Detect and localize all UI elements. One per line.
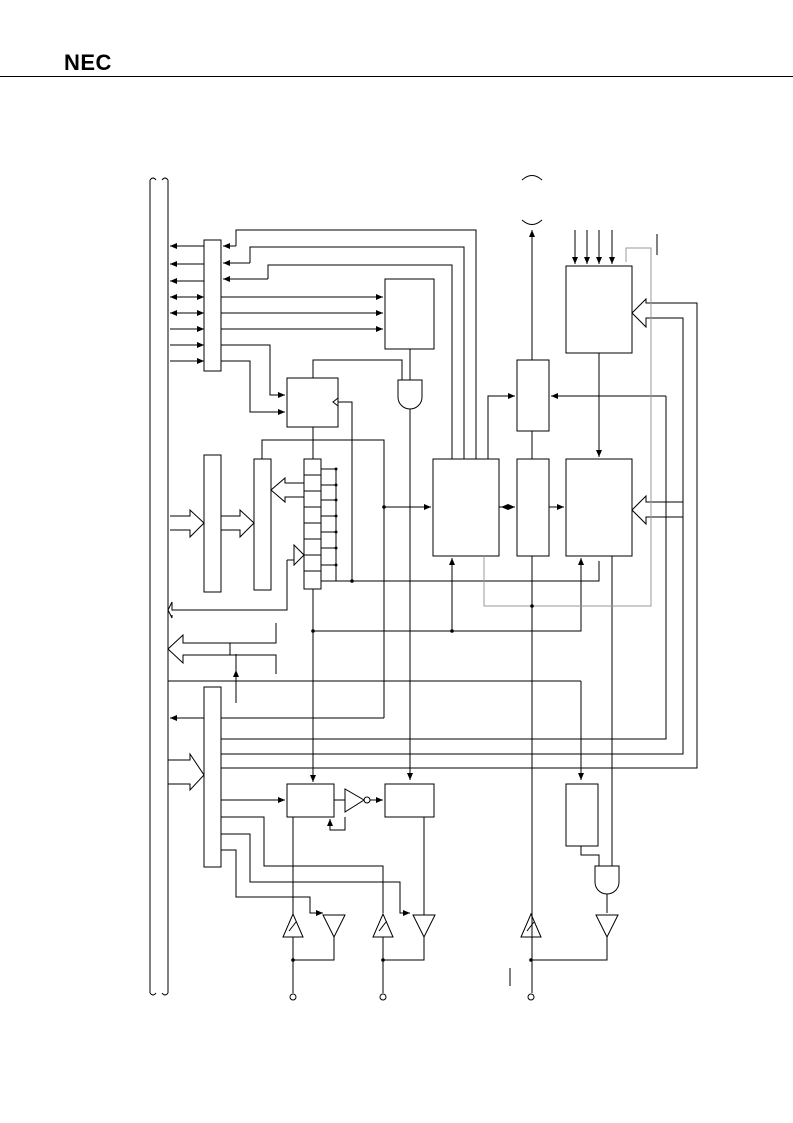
control-block-top bbox=[384, 278, 435, 350]
register-block-upper bbox=[203, 239, 222, 372]
and-gate-upper bbox=[397, 379, 423, 410]
bus-arrow-c-to-b-2 bbox=[167, 543, 305, 619]
register-to-control-lines bbox=[221, 294, 383, 332]
pin-terminal-3 bbox=[527, 993, 535, 1001]
inverter bbox=[344, 788, 365, 813]
right-bus-loop-top bbox=[221, 297, 698, 769]
bus-arrow-c-to-b bbox=[270, 476, 304, 504]
pin-terminal-2 bbox=[379, 993, 387, 1001]
header-rule bbox=[0, 76, 793, 77]
and-gate-lower bbox=[594, 865, 620, 895]
grey-loop-lines bbox=[483, 247, 652, 607]
lower-block-2 bbox=[384, 783, 435, 818]
internal-bus bbox=[149, 177, 169, 996]
bus-arrows-upper-back bbox=[170, 294, 190, 316]
register-block-lower bbox=[203, 686, 222, 868]
register-a bbox=[203, 454, 222, 593]
bus-arrows-upper bbox=[170, 243, 204, 364]
lower-block-1 bbox=[286, 783, 335, 818]
output-buffers bbox=[322, 914, 619, 939]
pin-terminal-1 bbox=[289, 993, 297, 1001]
bus-arrow-left-lower bbox=[167, 623, 277, 674]
feedback-arrowheads bbox=[223, 243, 268, 282]
mid-register bbox=[516, 458, 550, 557]
nec-logo: NEC bbox=[64, 50, 112, 75]
register-b bbox=[253, 458, 272, 591]
right-bus-loop-mid bbox=[631, 494, 684, 754]
bus-arrow-into-register-a bbox=[170, 508, 205, 539]
top-inputs bbox=[572, 230, 615, 264]
bus-arrow-a-to-b bbox=[221, 508, 255, 539]
timer-block bbox=[432, 458, 500, 557]
bus-arrow-into-register-lower bbox=[168, 752, 205, 792]
schmitt-buffers bbox=[282, 912, 542, 938]
lower-right-block bbox=[565, 783, 599, 847]
register-c bbox=[303, 458, 322, 590]
register-c-cells bbox=[304, 474, 321, 572]
latch-block bbox=[286, 377, 339, 428]
page-header: NEC bbox=[0, 0, 793, 78]
register-c-taps bbox=[321, 468, 337, 582]
compare-register bbox=[516, 359, 550, 432]
top-right-block bbox=[565, 265, 633, 354]
feedback-lines bbox=[235, 229, 477, 459]
junction-dots bbox=[291, 467, 534, 962]
counter-block bbox=[565, 458, 633, 557]
